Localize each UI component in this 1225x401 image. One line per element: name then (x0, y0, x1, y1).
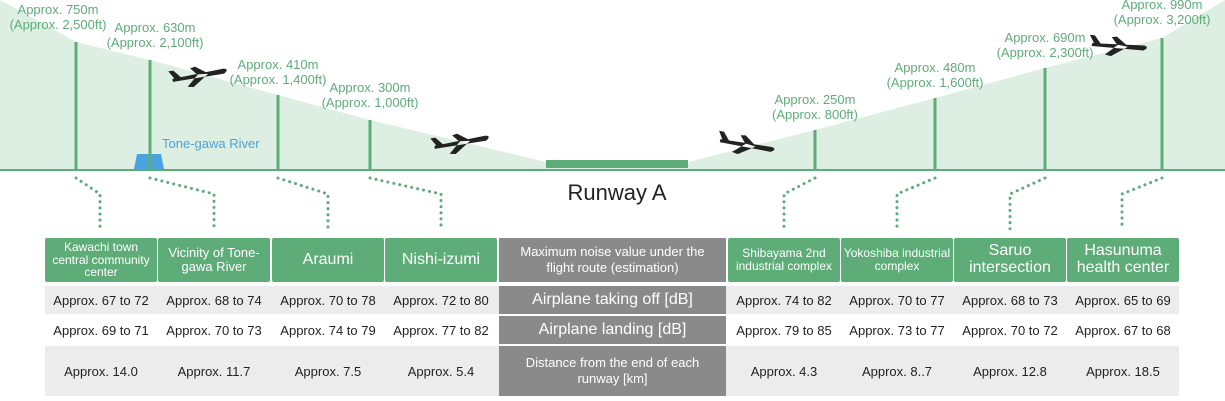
takeoff-value: Approx. 70 to 77 (849, 292, 945, 308)
location-header: Vicinity of Tone-gawa River (158, 238, 270, 282)
connector-dots-line (782, 176, 817, 230)
landing-value: Approx. 74 to 79 (280, 322, 376, 338)
landing-value: Approx. 79 to 85 (736, 322, 832, 338)
altitude-labels: Approx. 750m(Approx. 2,500ft) Approx. 630… (10, 0, 1211, 122)
takeoff-row-label: Airplane taking off [dB] (499, 286, 726, 314)
takeoff-value: Approx. 65 to 69 (1075, 292, 1171, 308)
takeoff-value: Approx. 68 to 74 (166, 292, 262, 308)
landing-value: Approx. 77 to 82 (393, 322, 489, 338)
distance-value: Approx. 11.7 (177, 363, 251, 379)
landing-value: Approx. 73 to 77 (849, 322, 945, 338)
location-header: Araumi (272, 238, 384, 282)
airplane-icon (719, 130, 775, 155)
altitude-meters-label: Approx. 690m (1005, 30, 1086, 45)
landing-row-label: Airplane landing [dB] (499, 316, 726, 344)
landing-value: Approx. 70 to 73 (166, 322, 262, 338)
altitude-feet-label: (Approx. 2,100ft) (107, 35, 204, 50)
altitude-meters-label: Approx. 630m (115, 20, 196, 35)
takeoff-value: Approx. 74 to 82 (736, 292, 832, 308)
altitude-meters-label: Approx. 410m (238, 57, 319, 72)
connector-dots-line (1008, 176, 1047, 230)
distance-value: Approx. 4.3 (750, 363, 818, 379)
connector-dots-line (895, 176, 937, 230)
noise-header: Maximum noise value under the flight rou… (499, 238, 726, 282)
location-header: Nishi-izumi (385, 238, 497, 282)
distance-value: Approx. 18.5 (1086, 363, 1160, 379)
takeoff-value: Approx. 67 to 72 (53, 292, 149, 308)
location-header: Hasunuma health center (1067, 238, 1179, 282)
distance-value: Approx. 5.4 (407, 363, 475, 379)
altitude-meters-label: Approx. 990m (1122, 0, 1203, 12)
connector-dots-line (1120, 176, 1164, 230)
altitude-feet-label: (Approx. 3,200ft) (1114, 12, 1211, 27)
airplane-icon (430, 133, 489, 154)
connector-dots (74, 176, 1164, 230)
location-header: Saruo intersection (954, 238, 1066, 282)
altitude-feet-label: (Approx. 1,600ft) (887, 75, 984, 90)
connector-dots-line (74, 176, 102, 230)
distance-row-label: Distance from the end of each runway [km… (499, 346, 726, 396)
flight-profile-diagram: Runway A Tone-gawa River Approx. 750m(Ap… (0, 0, 1225, 230)
connector-dots-line (368, 176, 443, 230)
airplane-icon (1089, 34, 1147, 57)
measurement-poles (74, 38, 1164, 170)
landing-value: Approx. 69 to 71 (53, 322, 149, 338)
altitude-feet-label: (Approx. 2,500ft) (10, 17, 107, 32)
takeoff-value: Approx. 70 to 78 (280, 292, 376, 308)
altitude-meters-label: Approx. 750m (18, 2, 99, 17)
river-label: Tone-gawa River (162, 136, 260, 151)
location-header: Kawachi town central community center (45, 238, 157, 282)
runway-label: Runway A (567, 180, 666, 205)
altitude-meters-label: Approx. 480m (895, 60, 976, 75)
distance-value: Approx. 14.0 (64, 363, 138, 379)
location-header: Yokoshiba industrial complex (841, 238, 953, 282)
takeoff-value: Approx. 72 to 80 (393, 292, 489, 308)
altitude-feet-label: (Approx. 1,400ft) (230, 72, 327, 87)
location-header: Shibayama 2nd industrial complex (728, 238, 840, 282)
airplane-icon (168, 66, 227, 87)
distance-value: Approx. 8..7 (861, 363, 933, 379)
connector-dots-line (148, 176, 216, 230)
landing-value: Approx. 67 to 68 (1075, 322, 1171, 338)
altitude-feet-label: (Approx. 800ft) (772, 107, 858, 122)
altitude-area (0, 0, 1225, 170)
altitude-feet-label: (Approx. 2,300ft) (997, 45, 1094, 60)
altitude-feet-label: (Approx. 1,000ft) (322, 95, 419, 110)
runway-bar (546, 160, 688, 168)
altitude-meters-label: Approx. 300m (330, 80, 411, 95)
connector-dots-line (276, 176, 330, 230)
distance-value: Approx. 12.8 (973, 363, 1047, 379)
distance-value: Approx. 7.5 (294, 363, 362, 379)
takeoff-value: Approx. 68 to 73 (962, 292, 1058, 308)
landing-value: Approx. 70 to 72 (962, 322, 1058, 338)
altitude-meters-label: Approx. 250m (775, 92, 856, 107)
